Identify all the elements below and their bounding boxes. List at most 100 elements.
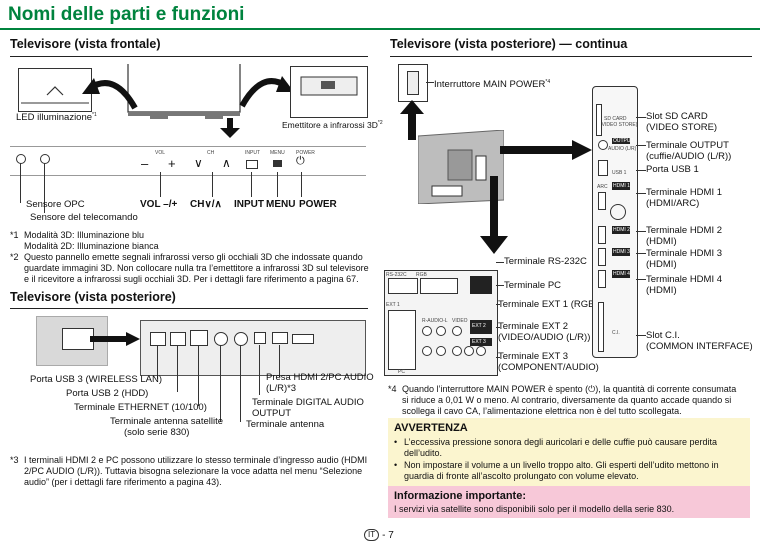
emitter-label: Emettitore a infrarossi 3D*2 <box>282 119 383 130</box>
front-note-1-mark: *1 <box>10 230 19 240</box>
sd-label: Slot SD CARD <box>646 111 708 122</box>
menu-button-icon[interactable] <box>273 160 282 167</box>
ch-down-icon[interactable]: ∨ <box>194 156 203 170</box>
usb1-small: USB 1 <box>612 170 627 176</box>
ch-up-icon[interactable]: ∧ <box>222 156 231 170</box>
ext2-audio-r-jack[interactable] <box>436 326 446 336</box>
right-arrow-panel-icon <box>500 140 592 160</box>
ch-label: CH∨/∧ <box>190 199 222 210</box>
tv-rear-drawing <box>417 129 505 205</box>
headphone-jack[interactable] <box>598 140 608 150</box>
rear-cont-heading: Televisore (vista posteriore) — continua <box>390 37 628 51</box>
page-title: Nomi delle parti e funzioni <box>8 4 245 25</box>
hdmi-port-rear[interactable] <box>292 334 314 344</box>
rear-cont-heading-rule <box>390 56 752 57</box>
usb2-port[interactable] <box>170 332 186 346</box>
down-arrow-head-icon <box>220 128 240 138</box>
antenna-leader <box>240 345 241 422</box>
ci-slot[interactable] <box>598 302 604 352</box>
usb1-label: Porta USB 1 <box>646 164 699 175</box>
sd-label-2: (VIDEO STORE) <box>646 122 718 133</box>
hdmi3-small: HDMI 3 <box>613 249 630 255</box>
ext2-audio-l-jack[interactable] <box>422 326 432 336</box>
rear-heading: Televisore (vista posteriore) <box>10 290 176 304</box>
ext3-pr-jack[interactable] <box>476 346 486 356</box>
rear-heading-rule <box>10 308 368 309</box>
power-small-label: POWER <box>296 150 315 156</box>
ext3-pb-jack[interactable] <box>464 346 474 356</box>
hdmi3-label: Terminale HDMI 3 <box>646 248 723 259</box>
power-button-icon[interactable]: ⏻ <box>296 155 305 167</box>
satellite-antenna-port[interactable] <box>214 332 228 346</box>
antenna-port[interactable] <box>234 332 248 346</box>
digital-out-leader <box>259 345 260 395</box>
warning-title: AVVERTENZA <box>394 422 468 434</box>
rs232c-port[interactable] <box>388 278 418 294</box>
title-underline <box>0 28 760 30</box>
input-small-label: INPUT <box>245 150 260 156</box>
note4-line1: Quando l’interruttore MAIN POWER è spent… <box>402 384 737 394</box>
digital-audio-output-port[interactable] <box>254 332 266 344</box>
vol-minus-icon[interactable]: – <box>141 156 149 171</box>
info-title: Informazione importante: <box>394 490 527 502</box>
pc-port[interactable] <box>420 278 458 294</box>
sd-leader <box>636 117 646 118</box>
hdmi2-audio-label: Presa HDMI 2/PC AUDIO <box>266 372 374 383</box>
hdmi3-port[interactable] <box>598 248 606 266</box>
main-power-leader <box>426 82 434 83</box>
warning-bullet-2: • <box>394 460 398 470</box>
usb1-port[interactable] <box>598 160 608 176</box>
hdmi4-label-2: (HDMI) <box>646 285 677 296</box>
rear-panel <box>140 320 366 376</box>
satellite-leader <box>220 345 221 422</box>
audio-lr-small: R-AUDIO-L <box>422 318 448 324</box>
hdmi3-label-2: (HDMI) <box>646 259 677 270</box>
down-arrow-icon <box>227 118 233 130</box>
warning-item-1a: L’eccessiva pressione sonora degli auric… <box>404 437 718 447</box>
hdmi4-leader <box>636 279 646 280</box>
main-power-switch-icon[interactable] <box>407 71 419 95</box>
ext3-audio-l-jack[interactable] <box>422 346 432 356</box>
antenna-side-port[interactable] <box>610 204 626 220</box>
rgb-small: RGB <box>416 272 427 278</box>
warning-box <box>388 418 750 490</box>
vol-plus-icon[interactable]: + <box>168 156 176 171</box>
sd-card-slot[interactable] <box>596 104 602 136</box>
rs232-small: RS-232C <box>386 272 407 278</box>
ethernet-port[interactable] <box>190 330 208 346</box>
vol-small-label: VOL <box>155 150 166 156</box>
hdmi4-port[interactable] <box>598 270 606 288</box>
satellite-label: Terminale antenna satellite <box>110 416 224 427</box>
hdmi2-port[interactable] <box>598 226 606 244</box>
hdmi3-leader <box>636 253 646 254</box>
pc-small: PC <box>398 369 405 375</box>
ext1-scart-port[interactable] <box>388 310 416 370</box>
usb3-port[interactable] <box>150 332 166 346</box>
led-indicator-icon <box>21 86 89 104</box>
hdmi2-label-2: (HDMI) <box>646 236 677 247</box>
ethernet-label: Terminale ETHERNET (10/100) <box>74 402 207 413</box>
output-label: Terminale OUTPUT <box>646 140 729 151</box>
ext3-audio-r-jack[interactable] <box>436 346 446 356</box>
rear-note-line1: I terminali HDMI 2 e PC possono utilizza… <box>24 455 368 465</box>
input-button-icon[interactable] <box>246 160 258 169</box>
ext2-leader <box>496 327 500 328</box>
hdmi2-pc-audio-jack[interactable] <box>272 332 288 344</box>
hdmi2-leader <box>636 231 646 232</box>
ext1-leader <box>496 304 500 305</box>
main-power-box <box>398 64 428 102</box>
info-text: I servizi via satellite sono disponibili… <box>394 504 675 514</box>
ext2-video-jack[interactable] <box>452 326 462 336</box>
hdmi1-port[interactable] <box>598 192 606 210</box>
opc-sensor-icon <box>16 154 26 164</box>
hdmi3-badge <box>612 248 630 256</box>
pc-label: Terminale PC <box>504 280 562 291</box>
ci-label: Slot C.I. <box>646 330 680 341</box>
front-note-2-mark: *2 <box>10 252 19 262</box>
opc-label: Sensore OPC <box>26 199 85 210</box>
remote-leader-line <box>44 163 45 213</box>
ext3-y-jack[interactable] <box>452 346 462 356</box>
ext1-small: EXT 1 <box>386 302 400 308</box>
front-button-strip <box>10 146 366 176</box>
digital-out-label: Terminale DIGITAL AUDIO <box>252 397 364 408</box>
